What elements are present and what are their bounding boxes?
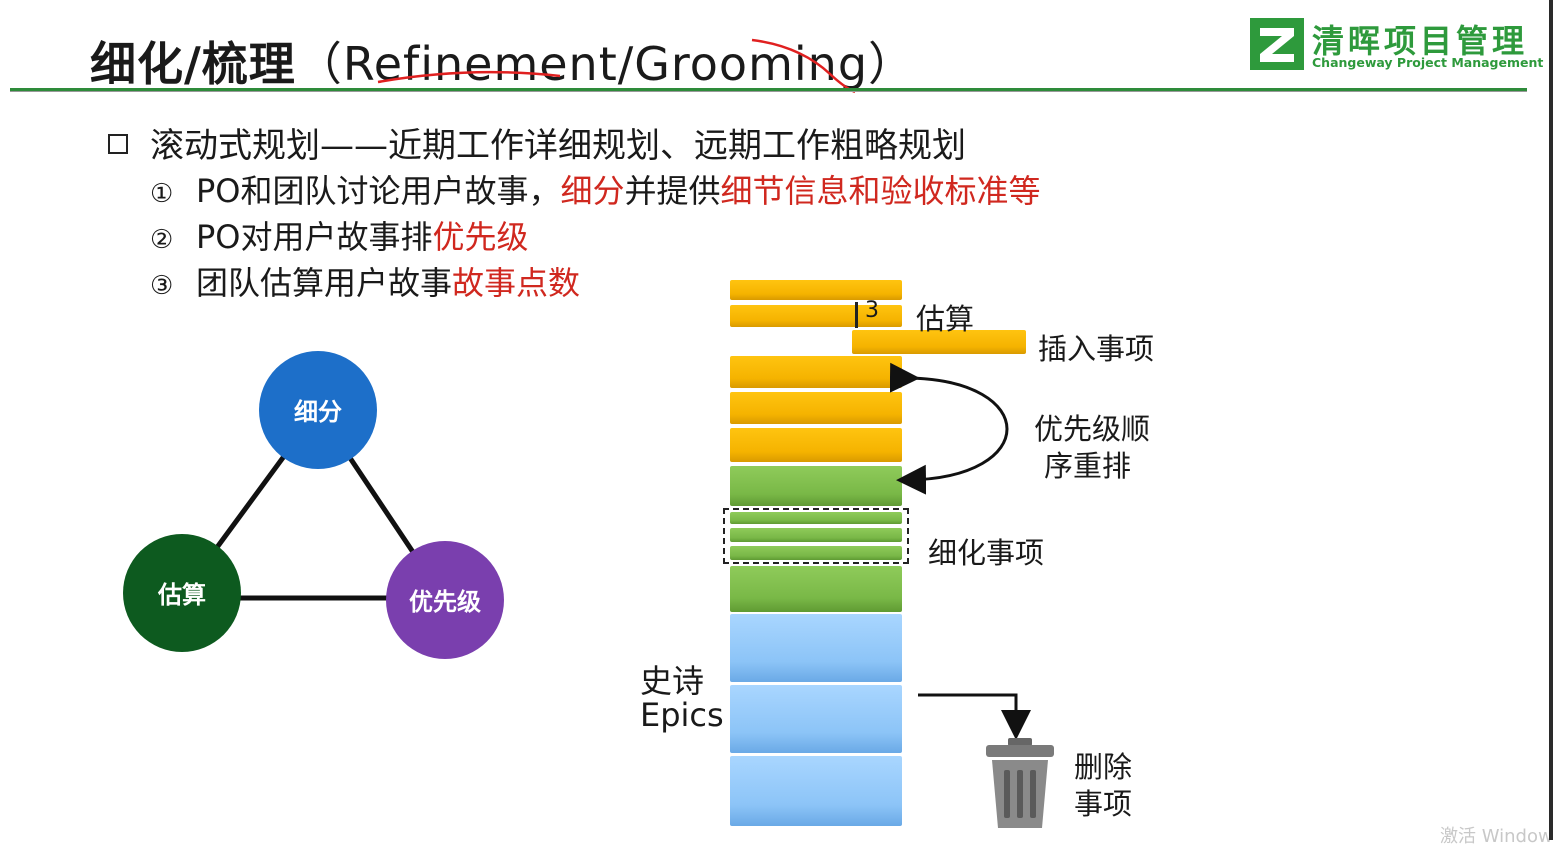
node-estimate-label: 估算 [157,581,206,609]
node-refine [259,351,377,469]
epic-item [730,614,902,682]
item-text-mid: 并提供 [624,172,721,210]
checkbox-bullet-icon [108,133,128,154]
epic-item [730,685,902,753]
main-bullet-text: 滚动式规划——近期工作详细规划、远期工作粗略规划 [150,126,966,166]
label-delete-1: 删除 [1074,750,1133,784]
title-english: （Refinement/Grooming） [295,37,916,91]
window-edge [1549,0,1553,840]
label-insert: 插入事项 [1038,332,1155,366]
title-divider [10,88,1527,91]
list-item: ② PO对用户故事排优先级 [150,212,529,258]
item-text: 团队估算用户故事 [196,264,453,302]
trash-bin-icon [986,738,1054,828]
backlog-item-estimated [730,305,902,327]
list-item: ③ 团队估算用户故事故事点数 [150,258,580,304]
reorder-arrow-icon [889,362,1009,495]
estimate-value: 3 [865,298,879,323]
item-highlight: 优先级 [432,218,529,256]
title-chinese: 细化/梳理 [90,37,296,91]
item-highlight-2: 细节信息和验收标准等 [720,172,1041,210]
delete-arrow-icon [918,693,1031,740]
node-refine-label: 细分 [294,398,342,426]
label-estimate: 估算 [916,302,975,336]
page-title: 细化/梳理（Refinement/Grooming） [90,28,915,94]
main-bullet: 滚动式规划——近期工作详细规划、远期工作粗略规划 [108,118,966,167]
label-epics-cn: 史诗 [640,662,705,700]
refined-item [730,528,902,542]
refined-item [730,546,902,560]
backlog-item [730,356,902,388]
refine-selection-box [723,508,909,564]
label-refine: 细化事项 [928,536,1045,570]
item-highlight: 故事点数 [452,264,581,302]
title-divider-shadow [10,91,1527,92]
brand-logo: 清晖项目管理 Changeway Project Management [1250,18,1543,72]
item-number: ③ [150,271,174,301]
node-priority [386,541,504,659]
item-text: PO对用户故事排 [196,218,433,256]
label-delete-2: 事项 [1074,787,1133,821]
backlog-item [730,566,902,612]
refined-item [730,512,902,524]
logo-mark-icon [1250,18,1304,70]
inserted-item [852,330,1026,354]
label-reorder-2: 序重排 [1044,449,1132,483]
node-estimate [123,534,241,652]
logo-name: 清晖项目管理 [1312,22,1529,60]
backlog-item [730,428,902,462]
list-item: ① PO和团队讨论用户故事，细分并提供细节信息和验收标准等 [150,166,1041,212]
backlog-item [730,280,902,300]
item-text: PO和团队讨论用户故事， [196,172,561,210]
os-watermark: 激活 Windows [1440,826,1553,847]
label-reorder-1: 优先级顺 [1034,412,1151,446]
backlog-item [730,466,902,506]
estimate-marker [855,302,858,328]
refinement-triangle-diagram: 细分 估算 优先级 [123,351,504,659]
item-number: ① [150,179,174,209]
logo-subtitle: Changeway Project Management [1312,55,1544,70]
epic-item [730,756,902,826]
node-priority-label: 优先级 [409,588,481,616]
backlog-item [730,392,902,424]
item-highlight: 细分 [560,172,625,210]
label-epics-en: Epics [640,696,724,734]
item-number: ② [150,225,174,255]
